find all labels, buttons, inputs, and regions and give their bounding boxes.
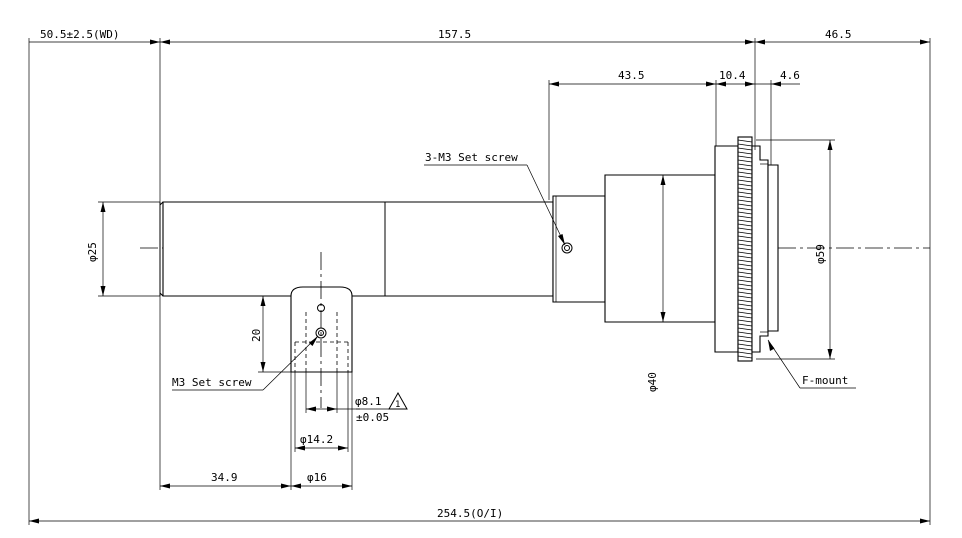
lens-rear-body	[552, 145, 739, 353]
dim-total-length: 254.5(O/I)	[437, 507, 503, 520]
dim-barrel-diameter: φ25	[86, 242, 99, 262]
f-mount-flange	[751, 145, 779, 353]
dim-ring-width: 10.4	[719, 69, 746, 82]
dimension-arrows	[29, 39, 930, 524]
dim-lens-length: 157.5	[438, 28, 471, 41]
callout-side-set-screw: 3-M3 Set screw	[425, 151, 518, 164]
dim-body-diameter: φ40	[646, 372, 659, 392]
dim-port-height: 20	[250, 329, 263, 342]
dim-rear-to-body: 43.5	[618, 69, 645, 82]
lens-barrel	[159, 201, 554, 297]
leader-arrows	[309, 234, 775, 351]
dim-port-inner-tolerance: ±0.05	[356, 411, 389, 424]
callout-port-set-screw: M3 Set screw	[172, 376, 252, 389]
dimension-lines	[29, 41, 930, 522]
revision-mark-number: 1	[395, 400, 400, 410]
dim-port-outer-diameter: φ16	[307, 471, 327, 484]
dim-port-position: 34.9	[211, 471, 238, 484]
dim-mount-diameter: φ59	[814, 244, 827, 264]
dim-flange-section: 46.5	[825, 28, 852, 41]
dim-port-bore-diameter: φ14.2	[300, 433, 333, 446]
illumination-port	[290, 252, 353, 408]
dim-mount-offset: 4.6	[780, 69, 800, 82]
extension-lines	[28, 38, 931, 525]
dim-port-inner-diameter: φ8.1	[355, 395, 382, 408]
dim-working-distance: 50.5±2.5(WD)	[40, 28, 119, 41]
callout-mount-type: F-mount	[802, 374, 848, 387]
revision-triangle-icon	[388, 391, 408, 410]
knurled-focus-ring	[737, 136, 753, 362]
